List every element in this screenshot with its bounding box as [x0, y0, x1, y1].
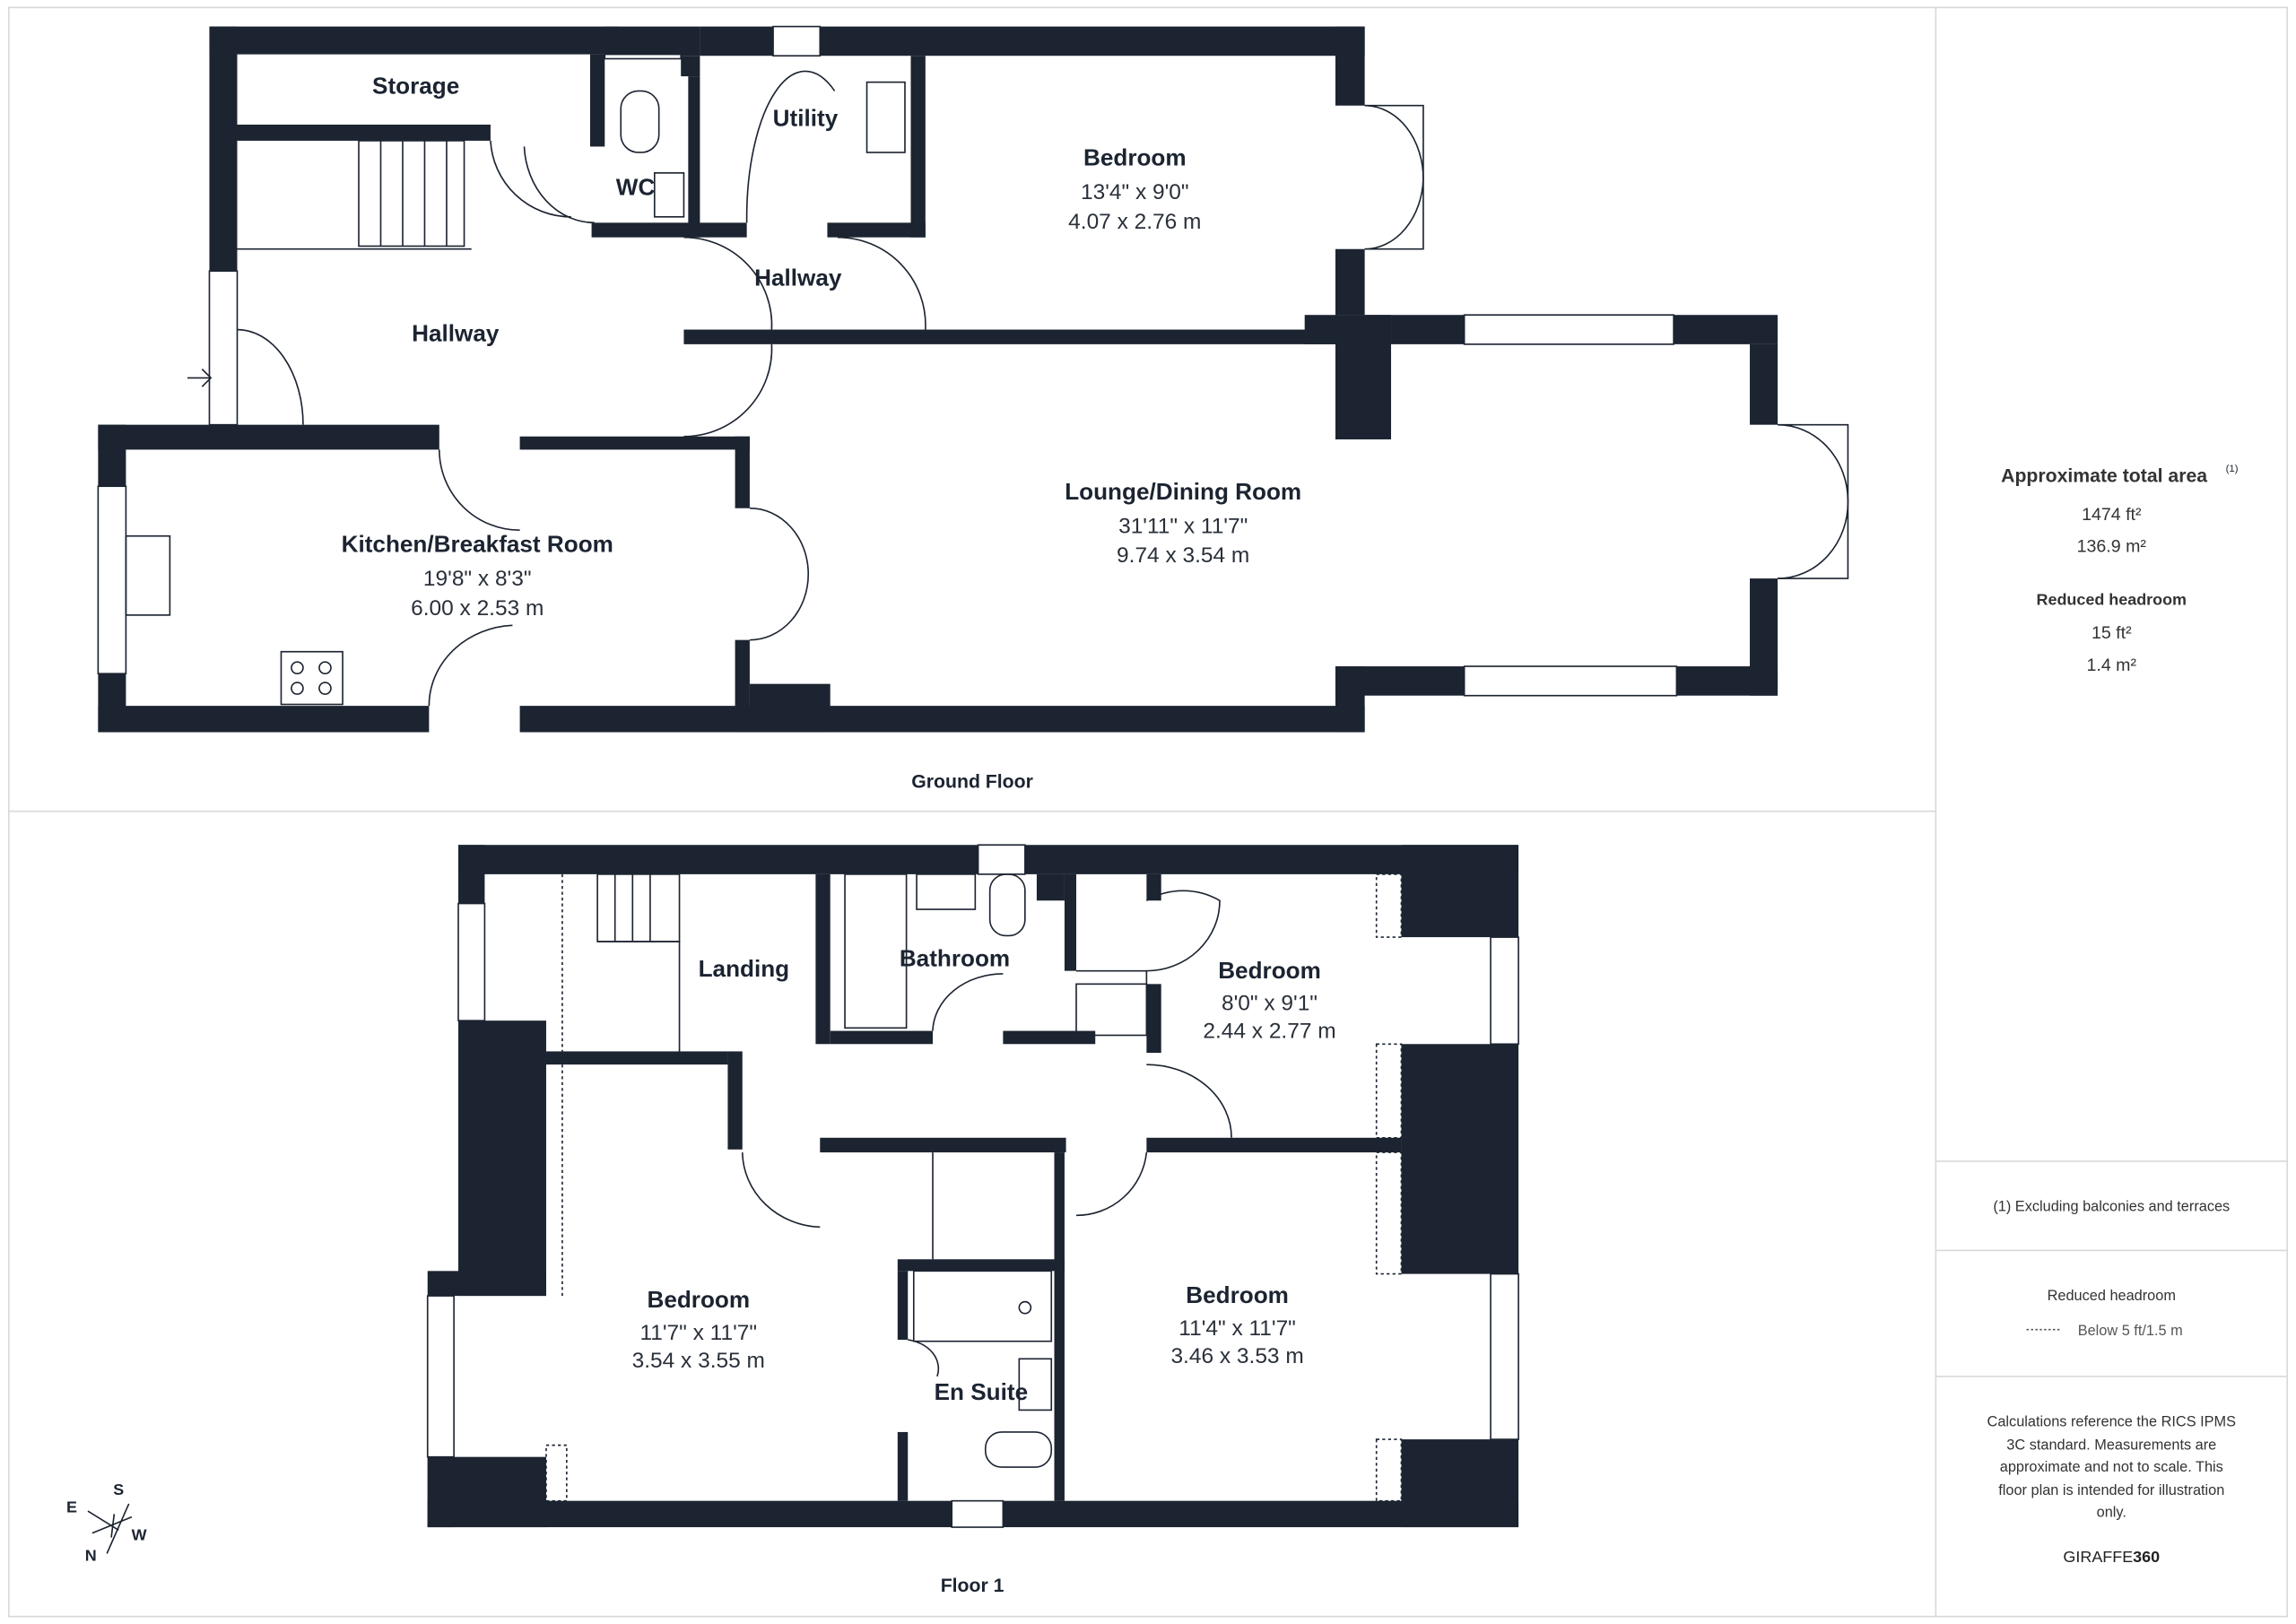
- room-label: WC: [616, 173, 656, 200]
- ground-floor-windows: [97, 25, 1678, 697]
- room-dim-imperial: 13'4" x 9'0": [1081, 180, 1189, 204]
- disclaimer-line: Calculations reference the RICS IPMS: [1987, 1413, 2237, 1429]
- room-label: Bathroom: [900, 945, 1010, 972]
- floor-1-doors-fixtures: [596, 873, 1232, 1468]
- reduced-headroom-ft: 15 ft²: [2092, 623, 2132, 643]
- room-label: Landing: [699, 955, 790, 982]
- footnote-mark: (1): [2226, 464, 2239, 474]
- brand-text: GIRAFFE: [2063, 1548, 2133, 1566]
- floor-1-windows: [426, 844, 1519, 1528]
- footnote: (1) Excluding balconies and terraces: [1993, 1198, 2230, 1214]
- floor-label: Floor 1: [941, 1576, 1004, 1596]
- room-dim-metric: 2.44 x 2.77 m: [1203, 1020, 1335, 1044]
- room-dim-imperial: 11'4" x 11'7": [1178, 1316, 1296, 1341]
- compass-s: S: [113, 1481, 124, 1498]
- room-label: Hallway: [754, 265, 842, 291]
- disclaimer-line: approximate and not to scale. This: [2000, 1459, 2223, 1475]
- room-label: Bedroom: [1083, 144, 1187, 171]
- room-dim-metric: 6.00 x 2.53 m: [411, 596, 544, 621]
- room-label: Bedroom: [1218, 957, 1321, 984]
- frame: [7, 6, 2289, 1618]
- room-dim-metric: 3.46 x 3.53 m: [1170, 1344, 1303, 1368]
- room-dim-imperial: 19'8" x 8'3": [423, 567, 532, 591]
- reduced-headroom-title: Reduced headroom: [2037, 590, 2187, 608]
- ground-floor-doors-fixtures: [125, 70, 1849, 707]
- room-label: Bedroom: [1186, 1281, 1289, 1308]
- area-summary: Approximate total area (1) 1474 ft² 136.…: [1987, 464, 2239, 1566]
- room-dim-metric: 4.07 x 2.76 m: [1068, 210, 1201, 234]
- ground-floor-labels: Storage Utility WC Hallway Hallway Bedro…: [342, 73, 1302, 793]
- disclaimer-line: only.: [2097, 1505, 2126, 1521]
- room-dim-imperial: 31'11" x 11'7": [1118, 514, 1248, 538]
- compass-w: W: [132, 1526, 147, 1544]
- room-label: Kitchen/Breakfast Room: [342, 531, 613, 558]
- room-dim-imperial: 8'0" x 9'1": [1222, 992, 1318, 1016]
- legend-title: Reduced headroom: [2048, 1288, 2176, 1304]
- room-label: En Suite: [935, 1378, 1028, 1405]
- floor-1-labels: Landing Bathroom Bedroom 8'0" x 9'1" 2.4…: [632, 945, 1336, 1596]
- room-label: Storage: [372, 73, 459, 100]
- legend-item: Below 5 ft/1.5 m: [2078, 1323, 2183, 1339]
- disclaimer-line: 3C standard. Measurements are: [2006, 1437, 2216, 1454]
- compass-icon: S E W N: [66, 1481, 147, 1564]
- room-label: Hallway: [412, 320, 500, 347]
- compass-n: N: [85, 1547, 97, 1565]
- room-label: Lounge/Dining Room: [1065, 478, 1301, 505]
- room-dim-imperial: 11'7" x 11'7": [639, 1321, 757, 1345]
- total-area-m: 136.9 m²: [2077, 537, 2147, 557]
- room-label: Bedroom: [647, 1286, 750, 1313]
- reduced-headroom-m: 1.4 m²: [2087, 656, 2137, 675]
- total-area-ft: 1474 ft²: [2082, 505, 2142, 525]
- disclaimer-line: floor plan is intended for illustration: [1998, 1482, 2224, 1498]
- room-dim-metric: 9.74 x 3.54 m: [1117, 543, 1249, 568]
- brand-number: 360: [2133, 1548, 2160, 1566]
- ground-floor-walls: [98, 26, 1779, 733]
- room-dim-metric: 3.54 x 3.55 m: [632, 1349, 765, 1373]
- floor-label: Ground Floor: [911, 772, 1033, 793]
- reduced-headroom-lines: [545, 873, 1403, 1502]
- ground-floor-plan: Storage Utility WC Hallway Hallway Bedro…: [97, 25, 1849, 793]
- floor-1-plan: Landing Bathroom Bedroom 8'0" x 9'1" 2.4…: [426, 844, 1519, 1596]
- compass-e: E: [66, 1498, 77, 1516]
- brand-logo: GIRAFFE360: [2063, 1548, 2160, 1566]
- room-label: Utility: [773, 105, 839, 132]
- total-area-title: Approximate total area: [2001, 465, 2207, 486]
